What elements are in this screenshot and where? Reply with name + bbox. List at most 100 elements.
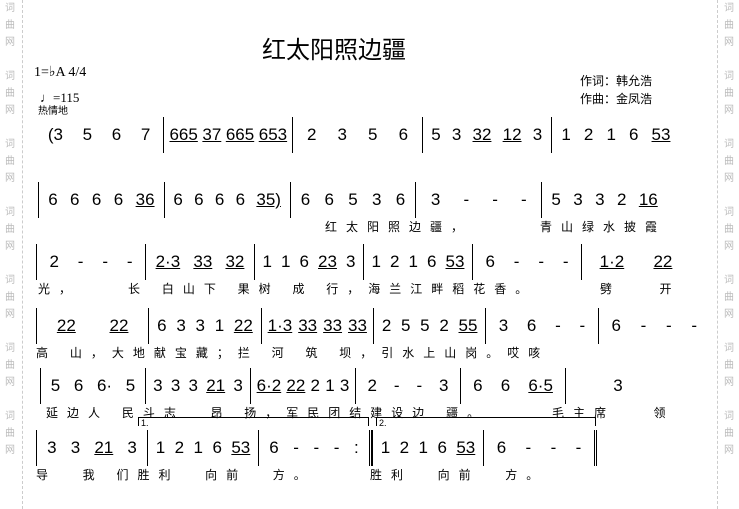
- note: 6·: [96, 376, 113, 395]
- note: 53: [651, 125, 671, 144]
- note: 21: [94, 438, 114, 457]
- measure: 6---: [483, 430, 597, 466]
- note: 22: [286, 376, 306, 395]
- lyrics-line: 长 白山下 果树 成 行，海兰江畔稻花香。: [128, 282, 537, 296]
- note: 33: [298, 316, 318, 335]
- composer-credit: 作曲：金凤浩: [580, 92, 653, 106]
- note: 6: [212, 438, 222, 457]
- note: 3: [176, 316, 186, 335]
- note: 3: [532, 125, 543, 144]
- lyrics-line: 高 山，大地献宝藏；拦 河 筑 坝，引水上山岗。哎咳: [36, 346, 550, 360]
- note: 21: [206, 376, 226, 395]
- note: -: [579, 316, 586, 335]
- note: 6: [214, 190, 225, 209]
- note: 3: [337, 125, 347, 144]
- song-title: 红太阳照边疆: [262, 36, 406, 64]
- note: 6: [73, 376, 84, 395]
- note: 3: [195, 316, 205, 335]
- note: -: [463, 190, 470, 209]
- note: 3: [345, 252, 356, 271]
- note: 3: [153, 376, 163, 395]
- note: 3: [70, 438, 81, 457]
- note: 5: [401, 316, 411, 335]
- note: 22: [653, 252, 673, 271]
- note: (3: [47, 125, 63, 144]
- note: 5: [82, 125, 93, 144]
- lyrics-line: 胜利 向前 方。: [370, 468, 548, 482]
- note: 665: [225, 125, 255, 144]
- note: 3: [595, 190, 605, 209]
- volta-1: 1.: [138, 417, 369, 428]
- note: 1·3: [267, 316, 293, 335]
- note: 2: [381, 316, 392, 335]
- note: -: [691, 316, 698, 335]
- note: 5: [348, 190, 358, 209]
- note: 6: [526, 316, 537, 335]
- note: 33: [193, 252, 213, 271]
- measure: 6---: [472, 244, 581, 280]
- note: 1: [561, 125, 571, 144]
- note: -: [333, 438, 340, 457]
- note: -: [313, 438, 320, 457]
- note: 35): [256, 190, 281, 209]
- note: 6: [111, 125, 122, 144]
- note: 6: [496, 438, 507, 457]
- tempo-marking: ♩=115: [40, 90, 80, 105]
- note: 5: [420, 316, 430, 335]
- note: -: [393, 376, 400, 395]
- measure: 2---: [36, 244, 145, 280]
- note: 3: [498, 316, 509, 335]
- note: 3: [233, 376, 243, 395]
- note: -: [575, 438, 582, 457]
- note: 6·5: [528, 376, 553, 395]
- note: 1: [214, 316, 225, 335]
- note: 1: [193, 438, 203, 457]
- note: 22: [233, 316, 253, 335]
- note: 2: [390, 252, 400, 271]
- note: 6: [427, 252, 437, 271]
- lyricist-credit: 作词：韩允浩: [580, 74, 653, 88]
- note: -: [102, 252, 108, 271]
- note: 3: [430, 190, 441, 209]
- measure: 3: [565, 368, 670, 404]
- note: 5: [125, 376, 136, 395]
- note: -: [492, 190, 498, 209]
- note: 6: [628, 125, 639, 144]
- note: 3: [339, 376, 350, 395]
- note: 33: [323, 316, 343, 335]
- note: 1: [408, 252, 418, 271]
- note: 1: [606, 125, 616, 144]
- note: 6: [398, 125, 409, 144]
- note: -: [520, 190, 527, 209]
- note: 12: [502, 125, 522, 144]
- note: 53: [456, 438, 476, 457]
- note: 1: [281, 252, 291, 271]
- lyrics-line: 导 我 们胜利 向前 方。: [36, 468, 315, 482]
- note: 2: [439, 316, 449, 335]
- note: 6: [91, 190, 102, 209]
- note: 53: [445, 252, 465, 271]
- note: -: [555, 316, 561, 335]
- note: 2: [616, 190, 627, 209]
- note: 6: [611, 316, 621, 335]
- note: 6: [235, 190, 246, 209]
- note: 653: [258, 125, 288, 144]
